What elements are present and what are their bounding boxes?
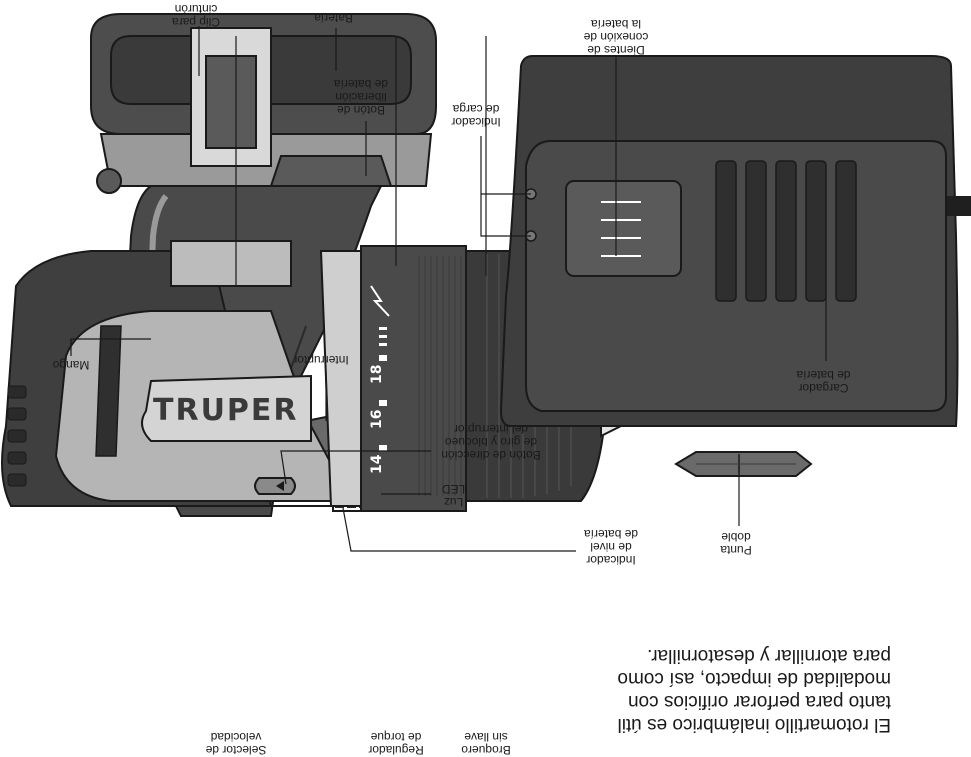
rear-vents	[7, 385, 27, 487]
label-selector: Selector de velocidad	[205, 730, 267, 757]
direction-arrow-icon	[276, 481, 284, 491]
label-cargador: Cargador de batería	[796, 368, 851, 395]
torque-mark-18: 18	[369, 365, 385, 384]
body-accent	[95, 325, 122, 457]
torque-ring-ribs	[418, 256, 462, 496]
label-punta: Punta doble	[720, 530, 752, 557]
label-broquero: Broquero sin llave	[461, 730, 511, 757]
label-luz-led: Luz LED	[441, 482, 466, 509]
leader-lines	[70, 26, 827, 552]
brand-name: TRUPER	[153, 393, 299, 428]
connection-teeth	[601, 201, 641, 257]
brand-plate: TRUPER	[141, 374, 312, 442]
battery-release-knob	[96, 168, 122, 194]
torque-mark-16: 16	[369, 410, 385, 429]
label-boton-direccion: Botón de dirección de giro y bloqueo del…	[441, 422, 541, 462]
label-clip: Clip para cinturón	[171, 2, 221, 29]
leader-boton-direccion	[280, 450, 431, 485]
charger-slot	[565, 180, 682, 277]
speed-selector	[170, 240, 292, 287]
label-indicador-carga: Indicador de carga	[451, 102, 501, 129]
double-bit	[674, 451, 813, 477]
belt-clip-slot	[205, 55, 257, 149]
leader-indicador-nivel	[342, 507, 576, 552]
label-dientes: Dientes de conexión de la batería	[583, 17, 649, 57]
battery-release-tab	[269, 155, 393, 187]
label-indicador-nivel: Indicador de nivel de batería	[583, 527, 639, 567]
label-bateria: Batería	[314, 11, 353, 25]
intro-description: El rotomartillo inalámbrico es útil tant…	[617, 645, 891, 735]
label-boton-liberacion: Botón de liberación de batería	[333, 77, 389, 117]
leader-carga	[480, 136, 531, 237]
direction-button	[254, 477, 296, 495]
torque-scale: 14 16 18	[369, 285, 390, 474]
torque-mark-14: 14	[369, 454, 385, 474]
leader-mango	[70, 338, 151, 356]
label-regulador: Regulador de torque	[368, 730, 424, 757]
charger-vents	[715, 160, 857, 302]
label-interruptor: Interruptor	[293, 353, 349, 367]
label-mango: Mango	[52, 358, 90, 372]
battery-charger	[499, 55, 971, 427]
